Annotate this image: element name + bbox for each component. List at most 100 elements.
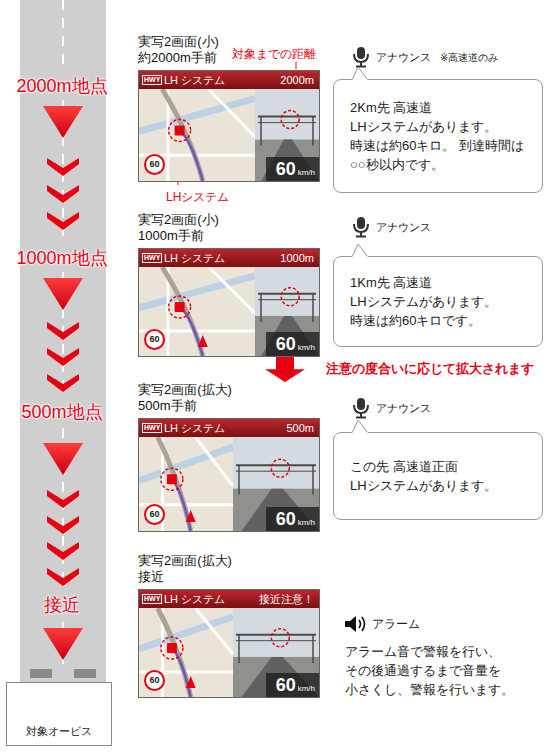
speed-limit-sign: 60	[144, 504, 165, 525]
tail-fill	[352, 67, 368, 81]
microphone-icon	[354, 398, 368, 418]
distance-readout: 接近注意！	[259, 592, 314, 606]
point-label: 接近	[44, 593, 80, 617]
sound-wave	[362, 617, 365, 631]
target-box: 対象オービス	[6, 682, 112, 746]
note-label: アナウンス	[376, 220, 431, 235]
point-label: 2000m地点	[16, 74, 107, 98]
mic-stand	[360, 62, 362, 66]
announcement-text: 2Km先 高速道 LHシステムがあります。 時速は約60キロ。 到達時間は○○秒…	[350, 98, 526, 174]
map-highway	[162, 89, 203, 181]
connector-arrow	[265, 357, 305, 383]
lh-system-icon	[167, 643, 177, 653]
target-ring	[271, 628, 289, 646]
speed-limit-sign: 60	[144, 329, 165, 350]
mic-base	[356, 417, 366, 419]
map-river	[139, 447, 233, 481]
gantry-beam	[236, 470, 316, 471]
mic-holder	[354, 405, 368, 413]
map-river	[139, 275, 255, 307]
note-label: アナウンス	[376, 401, 431, 416]
gantry-post	[260, 293, 262, 321]
photo-sky	[255, 89, 319, 181]
photo-ground	[233, 488, 319, 530]
road	[20, 0, 106, 682]
direction-chevron	[47, 322, 79, 340]
speed-box: 60km/h	[266, 332, 319, 356]
screen-panel: 実写2画面(拡大) 500m手前HWYLH システム500m6060km/h	[138, 382, 320, 532]
speech-bubble: この先 高速道正面 LHシステムがあります。	[333, 432, 543, 520]
screen-panel: 実写2画面(小) 1000m手前HWYLH システム1000m6060km/h	[138, 212, 320, 357]
gantry-post	[238, 465, 240, 495]
photo-sky	[255, 267, 319, 356]
gantry-beam	[258, 292, 316, 294]
tail-fill	[352, 420, 368, 434]
mic-head	[357, 398, 365, 410]
photo-road	[261, 139, 319, 180]
distance-readout: 1000m	[280, 251, 314, 265]
photo-ground	[255, 315, 319, 355]
map-highway	[162, 267, 203, 356]
note-label: アラーム音で警報を行い、 その後通過するまで音量を 小さくし、警報を行います。	[345, 642, 533, 699]
speed-limit-sign: 60	[144, 670, 165, 691]
center-line	[62, 0, 64, 70]
connector-label: 注意の度合いに応じて拡大されます	[326, 361, 534, 378]
photo-road	[242, 488, 319, 530]
mic-head	[357, 47, 365, 59]
point-marker	[43, 628, 83, 660]
lh-system-icon	[175, 302, 185, 312]
screen-frame: HWYLH システム500m6060km/h	[138, 418, 320, 532]
direction-chevron	[47, 374, 79, 392]
speech-bubble: 1Km先 高速道 LHシステムがあります。 時速は約60キロです。	[333, 256, 543, 347]
point-marker	[43, 278, 83, 310]
speed-limit-sign: 60	[144, 154, 165, 175]
screen-title: LH システム	[164, 251, 225, 265]
speed-value: 60	[276, 332, 296, 356]
hwy-badge: HWY	[142, 594, 162, 604]
map-ground	[139, 89, 255, 181]
tail-gap	[353, 432, 368, 435]
point-marker	[43, 443, 83, 475]
screen-heading: 実写2画面(拡大) 接近	[138, 553, 250, 586]
note-label: ※高速道のみ	[440, 51, 498, 65]
hwy-badge: HWY	[142, 253, 162, 263]
header-bar: HWYLH システム2000m	[139, 71, 319, 89]
point-label: 500m地点	[21, 400, 102, 424]
gantry-post	[312, 465, 314, 495]
gantry-beam	[236, 640, 316, 641]
target-ring	[161, 468, 183, 490]
map-street	[209, 267, 255, 313]
map-ground	[139, 608, 233, 697]
tail-fill	[352, 244, 368, 258]
mic-base	[356, 236, 366, 238]
gantry-post	[238, 634, 240, 662]
mic-stand	[360, 413, 362, 417]
direction-chevron	[47, 212, 79, 230]
tail-outline	[352, 420, 368, 433]
screen-title: LH システム	[164, 592, 225, 606]
mic-holder	[354, 54, 368, 62]
screen-heading: 実写2画面(拡大) 500m手前	[138, 382, 250, 415]
note-label: アラーム	[372, 616, 420, 633]
target-ring	[169, 119, 191, 141]
speaker-icon	[345, 616, 365, 632]
speed-value: 60	[276, 157, 296, 181]
map-street	[209, 89, 255, 137]
screen-panel: 実写2画面(拡大) 接近 HWYLH システム 接近注意！ 60 60km/h	[138, 553, 320, 698]
screen-title: LH システム	[164, 73, 225, 87]
map-river	[139, 98, 255, 131]
tail-outline	[352, 67, 368, 80]
direction-chevron	[47, 348, 79, 366]
map-route	[180, 130, 203, 181]
screen-frame: HWYLH システム2000m6060km/h	[138, 70, 320, 182]
direction-chevron	[47, 542, 79, 560]
note-label: LHシステム	[166, 189, 229, 206]
speed-unit: km/h	[298, 684, 315, 693]
gantry-post	[260, 116, 262, 145]
map-route	[172, 479, 191, 531]
screen-heading: 実写2画面(小) 1000m手前	[138, 212, 250, 245]
tail-gap	[353, 256, 368, 259]
distance-readout: 500m	[286, 421, 314, 435]
speed-box: 60km/h	[266, 673, 319, 697]
